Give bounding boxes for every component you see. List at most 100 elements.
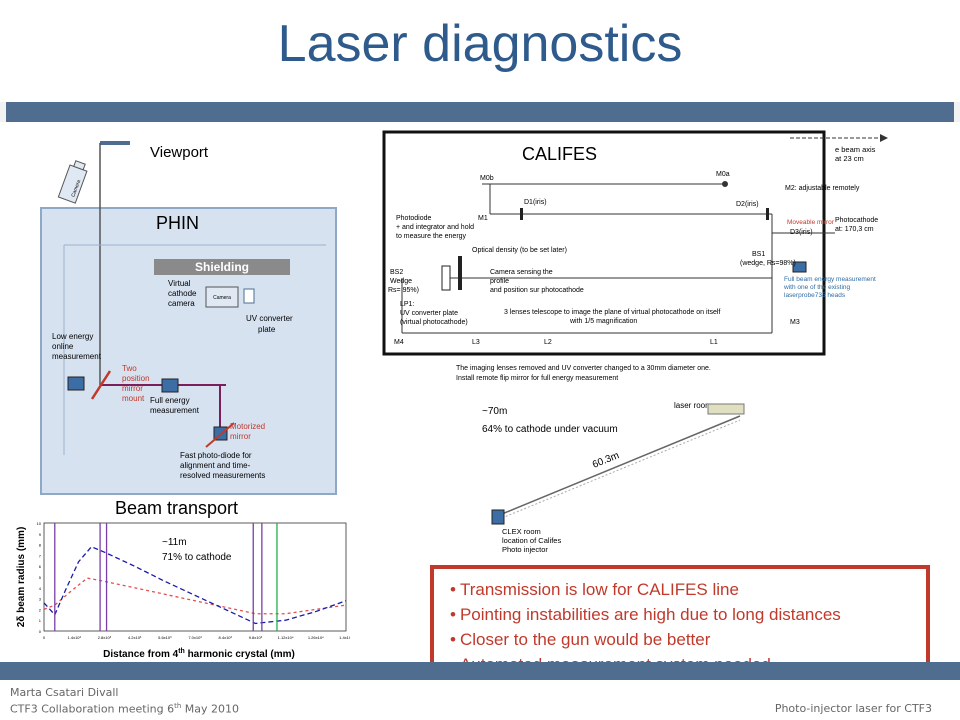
m1-label: M1: [478, 215, 488, 222]
full-energy-detector: [161, 378, 179, 393]
note-2: Install remote flip mirror for full ener…: [456, 375, 618, 382]
footer-author: Marta Csatari Divall: [10, 686, 119, 699]
motorized-line-2: mirror: [230, 432, 251, 441]
two-position-line-4: mount: [122, 394, 145, 403]
header-bar: [0, 102, 960, 122]
photodiode-line-2: alignment and time-: [180, 461, 251, 470]
short-distance-label: ~11m: [162, 537, 187, 548]
m0b-label: M0b: [480, 175, 494, 182]
low-energy-line-2: online: [52, 342, 74, 351]
chart-y-tick-label: 0: [39, 629, 42, 634]
d2-iris: [766, 208, 769, 220]
lenses-line-1: 3 lenses telescope to image the plane of…: [504, 309, 720, 316]
full-energy-line-2: measurement: [150, 406, 200, 415]
beam-transport-heading: Beam transport: [115, 498, 239, 518]
lp1-line-3: (virtual photocathode): [400, 319, 468, 326]
virtual-camera-icon: [205, 286, 239, 308]
footer-right: Photo-injector laser for CTF3: [774, 702, 932, 715]
lp1-line-1: LP1:: [400, 301, 414, 308]
full-energy-line-1: Full energy: [150, 396, 190, 405]
conclusion-item: Closer to the gun would be better: [450, 627, 916, 652]
long-transport-bg: [478, 396, 758, 556]
laser-room-label: laser room: [674, 401, 712, 410]
conclusions-box: Transmission is low for CALIFES line Poi…: [430, 565, 930, 677]
two-position-mirror: [90, 370, 112, 400]
clex-block: [491, 509, 505, 525]
l1-label: L1: [710, 339, 718, 346]
clex-line-1: CLEX room: [502, 527, 541, 536]
chart-y-tick-label: 9: [39, 532, 42, 537]
laser-room-block: [707, 403, 745, 415]
xlabel-sup: th: [178, 648, 185, 655]
clex-line-3: Photo injector: [502, 545, 548, 554]
camera-icon: Camera: [57, 160, 88, 204]
long-transmission-label: 64% to cathode under vacuum: [482, 424, 618, 435]
xlabel-post: harmonic crystal (mm): [185, 649, 295, 659]
camera-sensing-line-1: Camera sensing the: [490, 269, 553, 276]
chart-x-tick-label: 9.8x10³: [249, 635, 263, 640]
full-beam-line-1: Full beam energy measurement: [784, 276, 876, 283]
chart-series-line: [43, 545, 347, 625]
short-transmission-label: 71% to cathode: [162, 552, 232, 563]
vcc-line-2: cathode: [168, 289, 197, 298]
chart-x-tick-label: 1.4x10³: [68, 635, 82, 640]
chart-x-tick-label: 5.6x10³: [158, 635, 172, 640]
photodiode-line-1-c: Photodiode: [396, 215, 432, 222]
chart-y-tick-label: 7: [39, 553, 42, 558]
camera-inner-label: Camera: [213, 295, 231, 301]
chart-y-tick-label: 3: [39, 597, 42, 602]
long-distance-label: ~70m: [482, 406, 507, 417]
uv-converter-plate: [243, 288, 255, 304]
camera-sensing-line-2: profile: [490, 278, 509, 285]
e-beam-axis-arrow: [880, 134, 888, 142]
footer-bar: [0, 662, 960, 680]
d1-iris: [520, 208, 523, 220]
chart-x-tick-label: 1.4x10⁴: [339, 635, 350, 640]
clex-line-2: location of Califes: [502, 536, 561, 545]
camera-top-label: Camera: [70, 179, 82, 198]
chart-x-tick-label: 8.4x10³: [219, 635, 233, 640]
bs2-block: [441, 265, 451, 291]
chart-x-tick-label: 0: [43, 635, 46, 640]
moveable-label: Moveable mirror: [787, 219, 835, 226]
lp1-line-2: UV converter plate: [400, 310, 458, 317]
chart-y-tick-label: 6: [39, 564, 42, 569]
shielding-block: [154, 259, 290, 275]
long-transport-diagram: ~70m 64% to cathode under vacuum laser r…: [478, 396, 758, 556]
photodiode-line-2-c: + and integrator and hold: [396, 224, 474, 231]
chart-x-tick-label: 7.0x10³: [188, 635, 202, 640]
l2-label: L2: [544, 339, 552, 346]
chart-x-tick-label: 2.8x10³: [98, 635, 112, 640]
uv-converter-line-2: plate: [258, 325, 276, 334]
motorized-mirror: [205, 422, 235, 448]
footer-meeting-sup: th: [174, 702, 182, 710]
shielding-label: Shielding: [195, 260, 249, 274]
chart-y-tick-label: 2: [39, 607, 42, 612]
slide-title: Laser diagnostics: [277, 15, 683, 73]
chart-y-tick-label: 1: [39, 618, 42, 623]
header-bar-left-cap: [0, 102, 6, 122]
chart-y-label: 2δ beam radius (mm): [16, 527, 27, 628]
chart-y-tick-label: 5: [39, 575, 42, 580]
two-position-line-2: position: [122, 374, 150, 383]
bs2-line-2: Wedge: [390, 278, 412, 285]
bs1-line-1: BS1: [752, 251, 765, 258]
chart-x-tick-label: 1.26x10⁴: [308, 635, 324, 640]
chart-x-tick-label: 4.2x10³: [128, 635, 142, 640]
bs1-line-2: (wedge, Rs=98%): [740, 260, 796, 267]
bs2-line-3: Rs= 95%): [388, 287, 419, 294]
full-beam-detector: [792, 261, 807, 273]
lenses-line-2: with 1/5 magnification: [569, 318, 637, 325]
chart-x-tick-label: 1.12x10⁴: [278, 635, 294, 640]
d1-label: D1(iris): [524, 199, 547, 206]
full-beam-line-2: with one of the existing: [783, 284, 851, 291]
two-position-line-1: Two: [122, 364, 137, 373]
full-beam-line-3: laserprobe735 heads: [784, 292, 846, 299]
footer-meeting: CTF3 Collaboration meeting 6th May 2010: [10, 702, 239, 716]
viewport-label: Viewport: [150, 144, 209, 161]
chart-plot-area: [43, 522, 347, 632]
xlabel-pre: Distance from 4: [103, 649, 178, 659]
d2-label: D2(iris): [736, 201, 759, 208]
photocathode-line-2: at: 170,3 cm: [835, 226, 874, 233]
lp1-plate: [458, 256, 462, 290]
